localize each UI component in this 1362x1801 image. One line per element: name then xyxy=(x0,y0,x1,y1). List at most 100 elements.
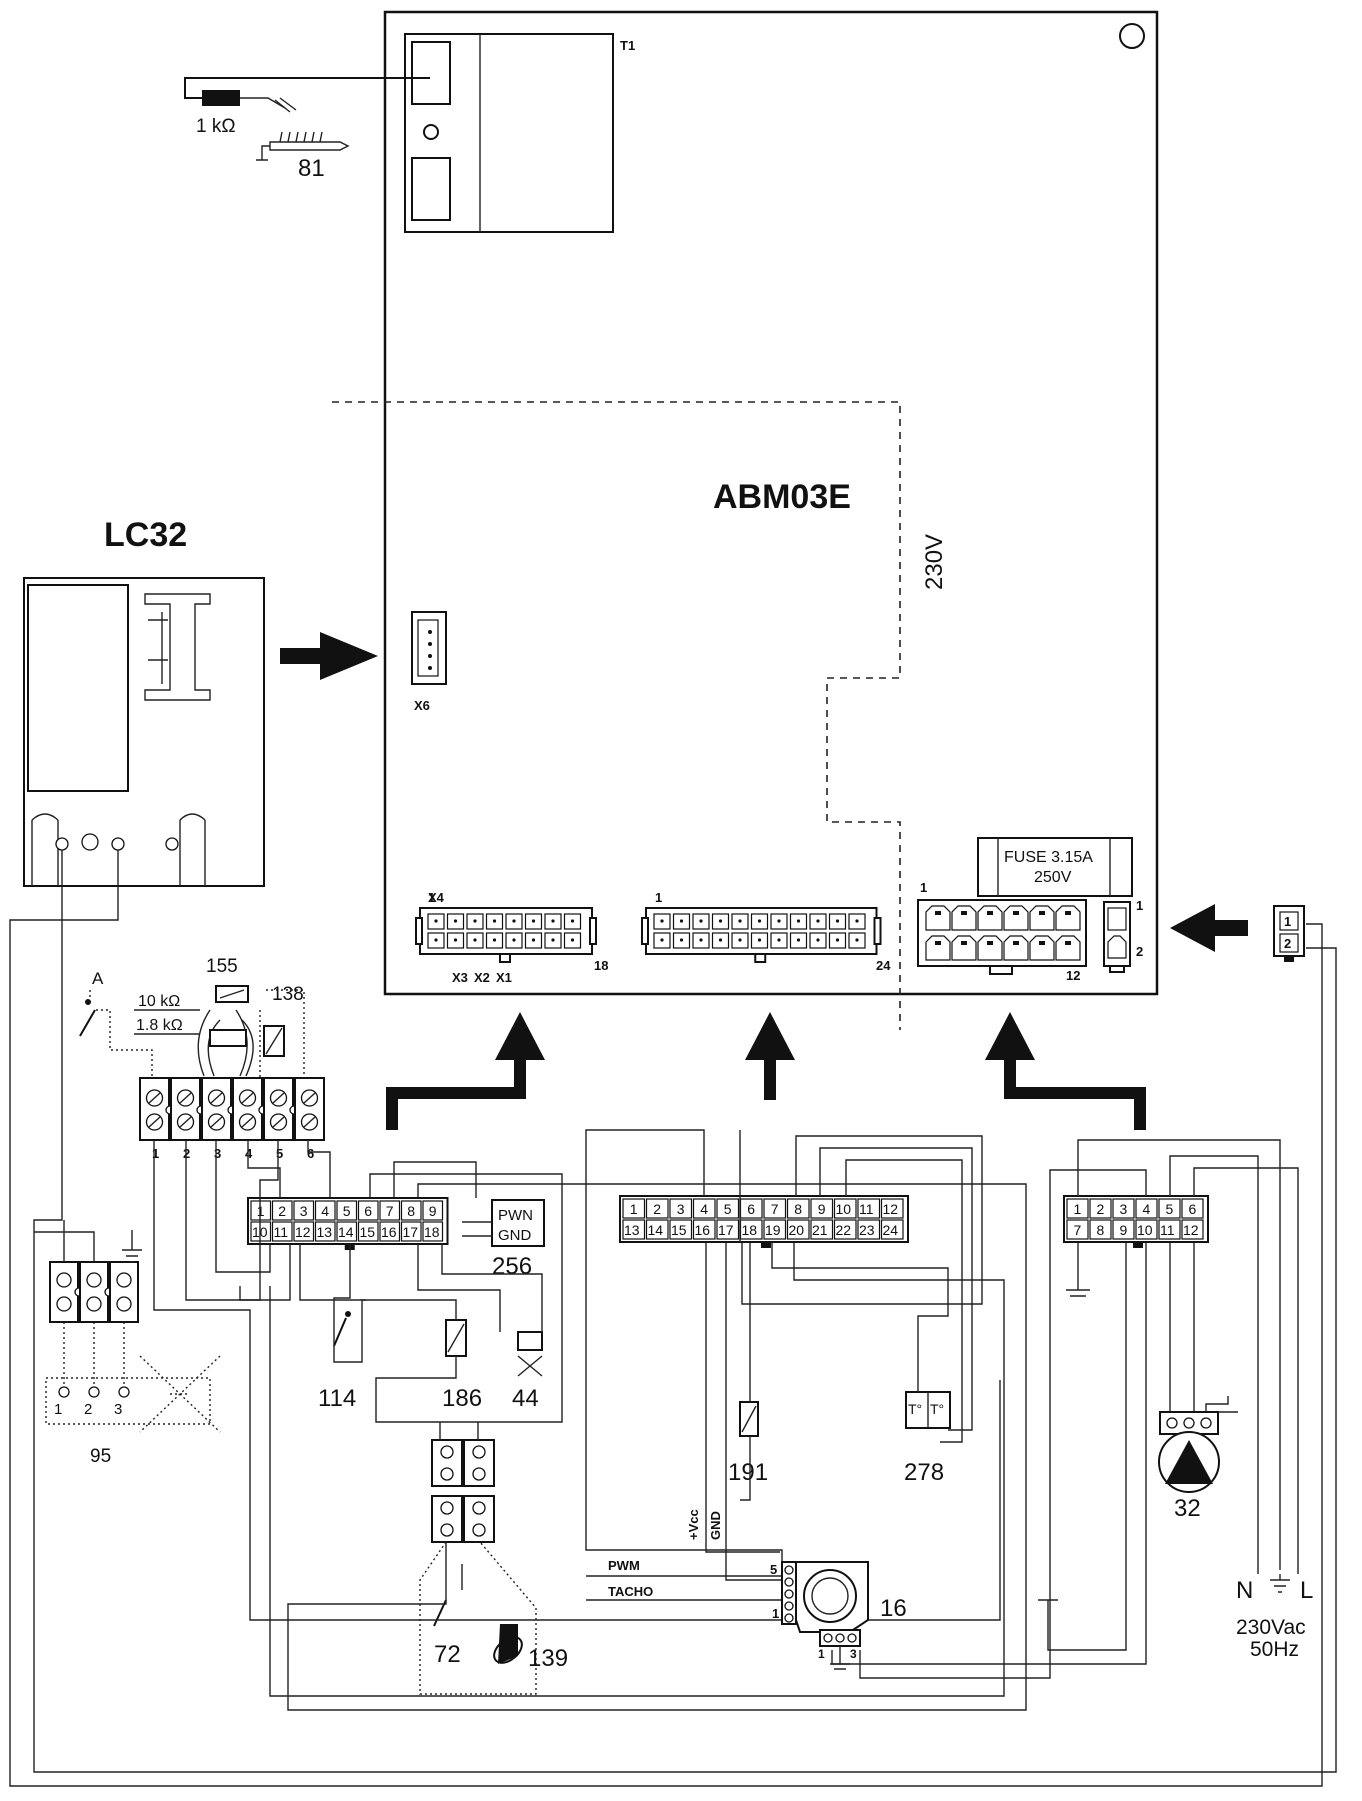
power-pin-socket xyxy=(977,935,1003,961)
connector-24pin-b-bottom-4: 16 xyxy=(695,1222,711,1238)
arrow-up-b xyxy=(745,1012,795,1060)
pump-32: 32 xyxy=(1158,1396,1238,1522)
connector-12pin-c-bottom-4: 10 xyxy=(1137,1222,1153,1238)
wiring xyxy=(9,850,1337,1787)
connector-24pin-b-top-7: 7 xyxy=(771,1201,779,1217)
header-2pin xyxy=(1103,901,1131,973)
label-95: 95 xyxy=(90,1446,111,1467)
power-pin-socket xyxy=(951,935,977,961)
motor-95-pin-3: 3 xyxy=(114,1401,122,1418)
transformer-t1: T1 xyxy=(404,33,635,233)
x3-label: X3 xyxy=(452,970,468,985)
terminal-screw-2 xyxy=(170,1077,201,1141)
small-header-pin-2: 2 xyxy=(1136,944,1143,959)
connector-12pin-c-bottom-3: 9 xyxy=(1120,1222,1128,1238)
sensor-278-right: T° xyxy=(930,1401,944,1417)
sensors-191-278: 191 T° T° 278 xyxy=(728,1391,951,1486)
connector-24pin-b-bottom-6: 18 xyxy=(742,1222,758,1238)
terminal-pin-3: 3 xyxy=(214,1146,221,1161)
left-header-first-pin: 1 xyxy=(428,890,435,905)
terminal-screw-4 xyxy=(232,1077,263,1141)
mains-voltage: 230Vac xyxy=(1236,1616,1306,1639)
header-x4-x1 xyxy=(415,907,597,963)
power-pin-socket xyxy=(1003,935,1029,961)
fan-gnd-label: GND xyxy=(708,1511,723,1540)
label-278: 278 xyxy=(904,1459,944,1486)
power-pin-socket xyxy=(1029,905,1055,931)
power-pin-socket xyxy=(1055,935,1081,961)
connector-24pin-b-bottom-3: 15 xyxy=(671,1222,687,1238)
connector-18pin-a-top-8: 8 xyxy=(407,1203,415,1219)
terminal-screw-6 xyxy=(294,1077,325,1141)
connector-12pin-c-bottom-1: 7 xyxy=(1074,1222,1082,1238)
connector-24pin-b-bottom-9: 21 xyxy=(812,1222,828,1238)
mid-header-last-pin: 24 xyxy=(876,958,891,973)
connector-24pin-b-top-9: 9 xyxy=(818,1201,826,1217)
components-114-186-44: 114 186 44 xyxy=(318,1311,543,1412)
mains-l: L xyxy=(1300,1577,1313,1604)
connector-12pin-c-top-6: 6 xyxy=(1189,1201,1197,1217)
connector-24pin-b-top-12: 12 xyxy=(883,1201,899,1217)
vcc-label: +Vcc xyxy=(686,1509,701,1540)
terminal-screw-5 xyxy=(263,1077,294,1141)
connector-18pin-a-top-1: 1 xyxy=(257,1203,265,1219)
mains-plug-pin-2: 2 xyxy=(1284,936,1291,951)
connector-24pin-b-bottom-5: 17 xyxy=(718,1222,734,1238)
arrow-up-c xyxy=(985,1012,1035,1060)
connector-18pin-a-bottom-8: 17 xyxy=(403,1224,419,1240)
x2-label: X2 xyxy=(474,970,490,985)
arrow-mains-in xyxy=(1170,904,1248,952)
x6-label: X6 xyxy=(414,698,430,713)
motor-95-pin-2: 2 xyxy=(84,1401,92,1418)
arrow-up-a xyxy=(495,1012,545,1060)
connector-12pin-c-top-1: 1 xyxy=(1074,1201,1082,1217)
connector-24pin-b-top-10: 10 xyxy=(836,1201,852,1217)
fan-pin-5: 5 xyxy=(770,1562,777,1577)
connector-12pin-c-bottom-5: 11 xyxy=(1160,1222,1175,1238)
power-pin-socket xyxy=(1029,935,1055,961)
connector-18pin-a-bottom-2: 11 xyxy=(274,1224,289,1240)
mains-frequency: 50Hz xyxy=(1250,1638,1299,1661)
board-headers: X4 X3 X2 X1 18 1 24 1 12 1 2 1 xyxy=(415,880,1143,985)
transformer-label: T1 xyxy=(620,38,635,53)
connector-24pin-b-top-3: 3 xyxy=(677,1201,685,1217)
connector-18pin-a-bottom-3: 12 xyxy=(295,1224,311,1240)
resistor-10k: 10 kΩ xyxy=(138,993,180,1010)
connector-18pin-a-bottom-9: 18 xyxy=(424,1224,440,1240)
connector-24pin-b-bottom-1: 13 xyxy=(624,1222,640,1238)
connector-18pin-a-top-6: 6 xyxy=(364,1203,372,1219)
connector-24pin-b-top-4: 4 xyxy=(700,1201,708,1217)
connector-24pin-b-top-1: 1 xyxy=(630,1201,638,1217)
connector-24pin-b-bottom-10: 22 xyxy=(836,1222,852,1238)
connector-24pin-b-top-6: 6 xyxy=(747,1201,755,1217)
power-pin-socket xyxy=(951,905,977,931)
connector-24pin-b-top-5: 5 xyxy=(724,1201,732,1217)
connector-24pin-b-bottom-7: 19 xyxy=(765,1222,781,1238)
label-44: 44 xyxy=(512,1385,539,1412)
connector-24pin-b-bottom-11: 23 xyxy=(859,1222,875,1238)
right-header-first-pin: 1 xyxy=(920,880,927,895)
ground-terminal-block xyxy=(45,1230,221,1433)
terminal-pin-5: 5 xyxy=(276,1146,283,1161)
power-pin-socket xyxy=(925,905,951,931)
label-155: 155 xyxy=(206,956,238,977)
fan-gnd-pin-3: 3 xyxy=(850,1647,857,1661)
terminal-screw-1 xyxy=(139,1077,170,1141)
terminal-pin-4: 4 xyxy=(245,1146,253,1161)
voltage-label: 230V xyxy=(921,534,948,590)
mounting-hole xyxy=(1119,23,1145,49)
right-header-last-pin: 12 xyxy=(1066,968,1080,983)
mains-n: N xyxy=(1236,1577,1253,1604)
electrode-label: 81 xyxy=(298,155,325,182)
connector-12pin-c-bottom-6: 12 xyxy=(1183,1222,1199,1238)
pwm-label: PWM xyxy=(608,1558,640,1573)
connector-18pin-a-top-2: 2 xyxy=(278,1203,286,1219)
x1-label: X1 xyxy=(496,970,512,985)
label-256: 256 xyxy=(492,1253,532,1280)
board-title: ABM03E xyxy=(713,478,851,516)
